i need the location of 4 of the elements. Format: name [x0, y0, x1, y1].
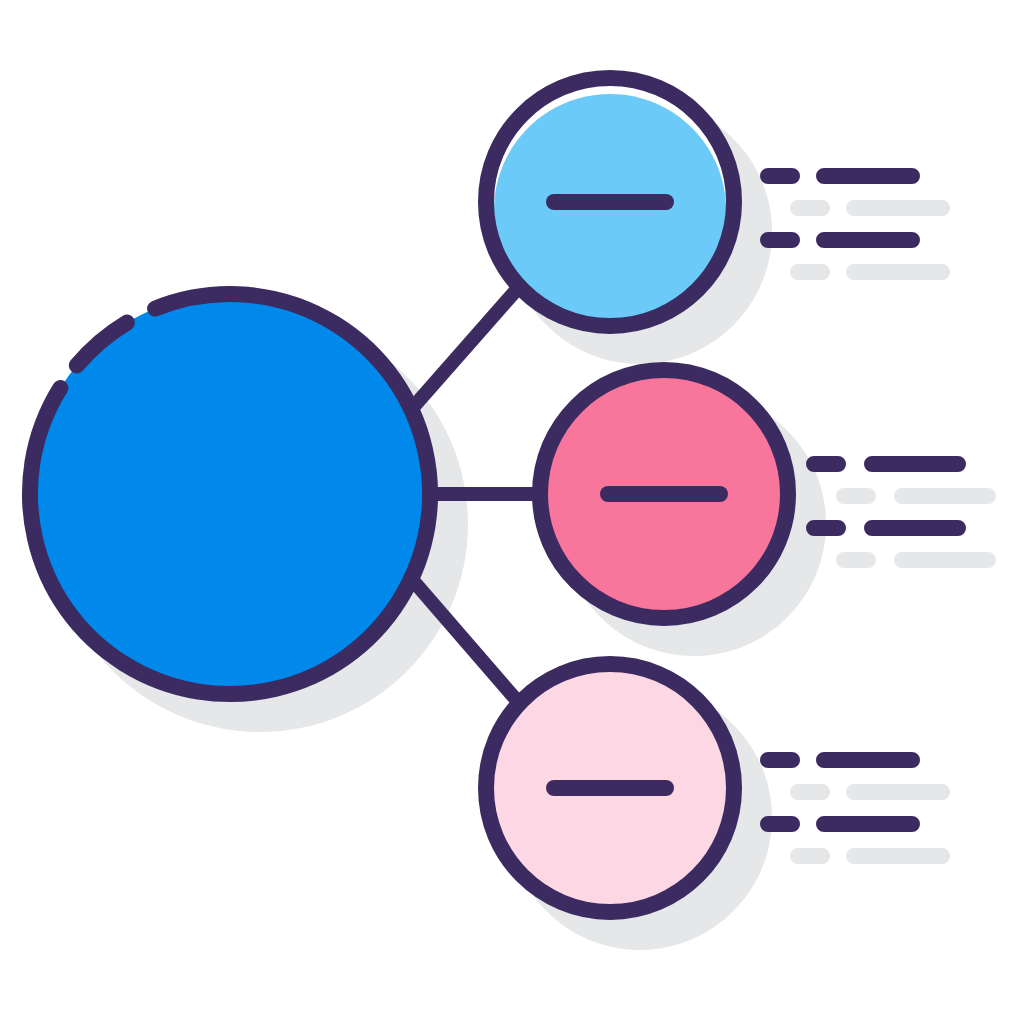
branch-circle: [478, 656, 742, 920]
branch-circle: [532, 362, 796, 626]
branch-circle: [478, 70, 742, 334]
hub-circle: [22, 286, 438, 702]
